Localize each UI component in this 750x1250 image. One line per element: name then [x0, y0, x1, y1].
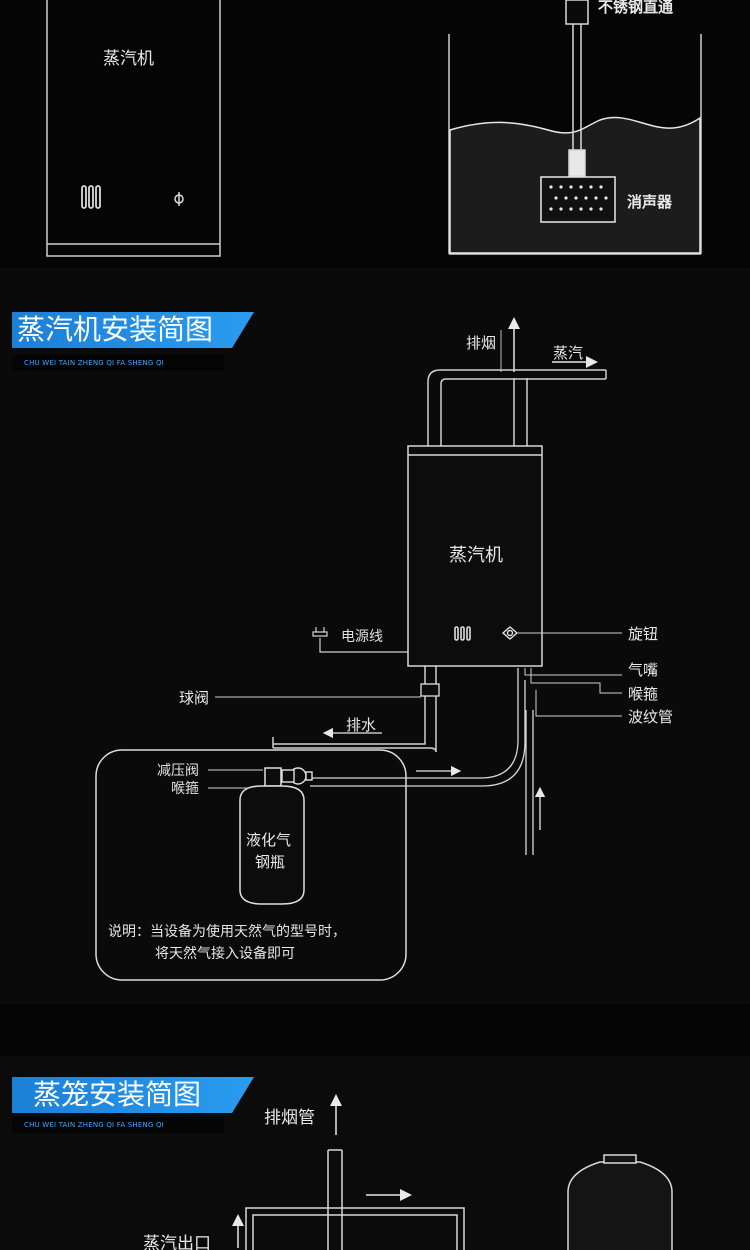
power-cord-label: 电源线: [341, 629, 383, 645]
section1-subtitle: CHU WEI TAIN ZHENG QI FA SHENG QI: [24, 359, 164, 367]
gas-nozzle-lines: [524, 668, 622, 717]
top-machine-outline: [46, 0, 221, 257]
corrugated-pipe: [525, 710, 534, 855]
throat-hoop-label: 喉箍: [628, 685, 659, 703]
top-machine-label: 蒸汽机: [103, 49, 154, 69]
steamer-chimney: [327, 1149, 343, 1250]
steamer-pot: [567, 1161, 673, 1250]
hoop-label: 喉箍: [171, 781, 199, 797]
muffler-holes: [549, 185, 608, 211]
muffler: [540, 176, 616, 223]
pressure-valve: [281, 767, 313, 785]
section1-title-banner: [12, 312, 254, 348]
machine-vents: [454, 626, 471, 641]
gas-cylinder-frame: [95, 749, 407, 981]
pressure-valve-label: 减压阀: [157, 763, 199, 779]
steamer-box: [245, 1207, 465, 1250]
drain-pipe: [272, 666, 437, 753]
section-gap: [0, 1004, 750, 1056]
drain-label: 排水: [346, 716, 377, 734]
section2-subtitle: CHU WEI TAIN ZHENG QI FA SHENG QI: [24, 1121, 164, 1129]
section2-title: 蒸笼安装简图: [33, 1078, 202, 1111]
exhaust-pipe: [513, 378, 528, 446]
steam-pipe: [427, 369, 607, 446]
top-machine-vents: [81, 185, 101, 209]
corrugated-pipe-label: 波纹管: [628, 708, 674, 726]
section1-subtitle-background: [12, 355, 224, 371]
section1-title: 蒸汽机安装简图: [17, 313, 214, 346]
straight-pipe-label: 不锈钢直通: [598, 0, 674, 16]
ball-valve-label: 球阀: [179, 689, 210, 707]
top-machine-knob: [174, 192, 184, 206]
note-line1: 说明：当设备为使用天然气的型号时，: [108, 924, 346, 940]
gas-hose: [310, 668, 526, 787]
tank-outline: [448, 34, 702, 255]
note-line2: 将天然气接入设备即可: [155, 946, 295, 962]
cylinder-label-line2: 钢瓶: [255, 853, 286, 871]
exhaust-label: 排烟: [466, 334, 497, 352]
gas-cylinder: [239, 767, 305, 905]
knob-icon: [501, 626, 519, 640]
power-cord: [312, 627, 408, 653]
gas-nozzle-label: 气嘴: [628, 661, 659, 679]
steam-outlet-label: 蒸汽出口: [143, 1234, 211, 1250]
section2-title-banner: [12, 1077, 254, 1113]
knob-label: 旋钮: [628, 625, 659, 643]
steam-machine-section-background: [0, 268, 750, 1004]
muffler-label: 消声器: [627, 193, 673, 211]
machine-label: 蒸汽机: [449, 545, 503, 566]
cylinder-label-line1: 液化气: [246, 831, 292, 849]
section2-subtitle-background: [12, 1117, 224, 1133]
steam-machine-body: [407, 445, 543, 667]
straight-pipe: [565, 0, 589, 177]
ball-valve: [420, 683, 440, 697]
steam-label: 蒸汽: [553, 344, 584, 362]
exhaust-pipe-label: 排烟管: [264, 1108, 315, 1128]
